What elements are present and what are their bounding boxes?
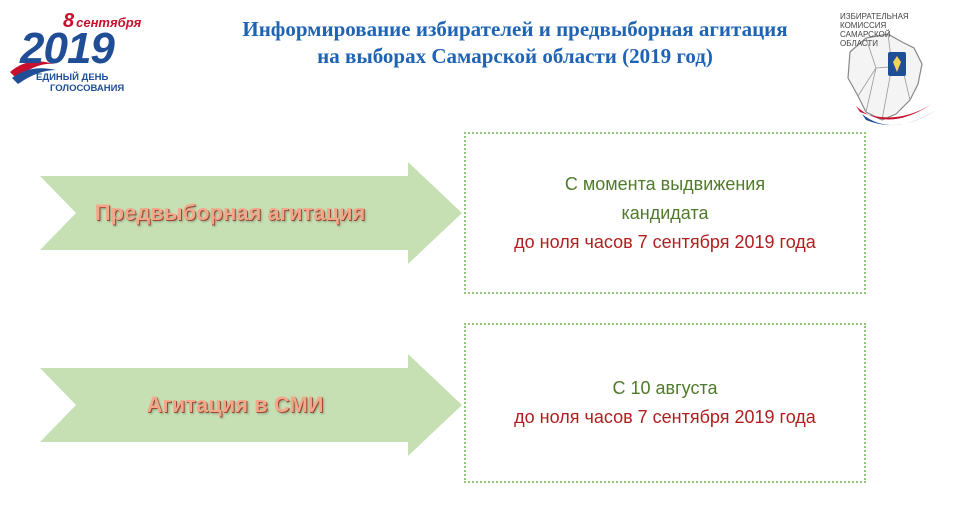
arrow-label-media: Агитация в СМИ (146, 392, 324, 417)
page-title: Информирование избирателей и предвыборна… (242, 17, 788, 68)
emblem-text-line2: КОМИССИЯ (840, 21, 887, 30)
period-start-line: С 10 августа (612, 378, 718, 398)
period-box-campaigning: С момента выдвижения кандидата до ноля ч… (464, 132, 866, 294)
arrow-media-campaigning: Агитация в СМИ (40, 354, 462, 456)
period-start-line2: кандидата (621, 202, 709, 223)
arrow-campaigning: Предвыборная агитация (40, 162, 462, 264)
flag-swoosh-icon (10, 61, 56, 84)
arrow-shape-1 (40, 162, 462, 264)
emblem-text-line4: ОБЛАСТИ (840, 39, 878, 48)
emblem-text-line3: САМАРСКОЙ (840, 30, 891, 39)
arrow-shape-2 (40, 354, 462, 456)
logo-year: 2019 (20, 24, 115, 73)
period-end-line: до ноля часов 7 сентября 2019 года (514, 407, 816, 427)
period-end-line: до ноля часов 7 сентября 2019 года (514, 231, 816, 252)
emblem-map-icon (847, 33, 936, 126)
period-box-media: С 10 августа до ноля часов 7 сентября 20… (464, 323, 866, 483)
logo-subtitle: ЕДИНЫЙ ДЕНЬ ГОЛОСОВАНИЯ (36, 72, 125, 94)
emblem-text-line1: ИЗБИРАТЕЛЬНАЯ (840, 12, 909, 21)
period-start-line1: С момента выдвижения (564, 173, 766, 194)
arrow-label-campaigning: Предвыборная агитация (94, 200, 366, 225)
commission-emblem: ИЗБИРАТЕЛЬНАЯ КОМИССИЯ САМАРСКОЙ ОБЛАСТИ (836, 8, 954, 138)
